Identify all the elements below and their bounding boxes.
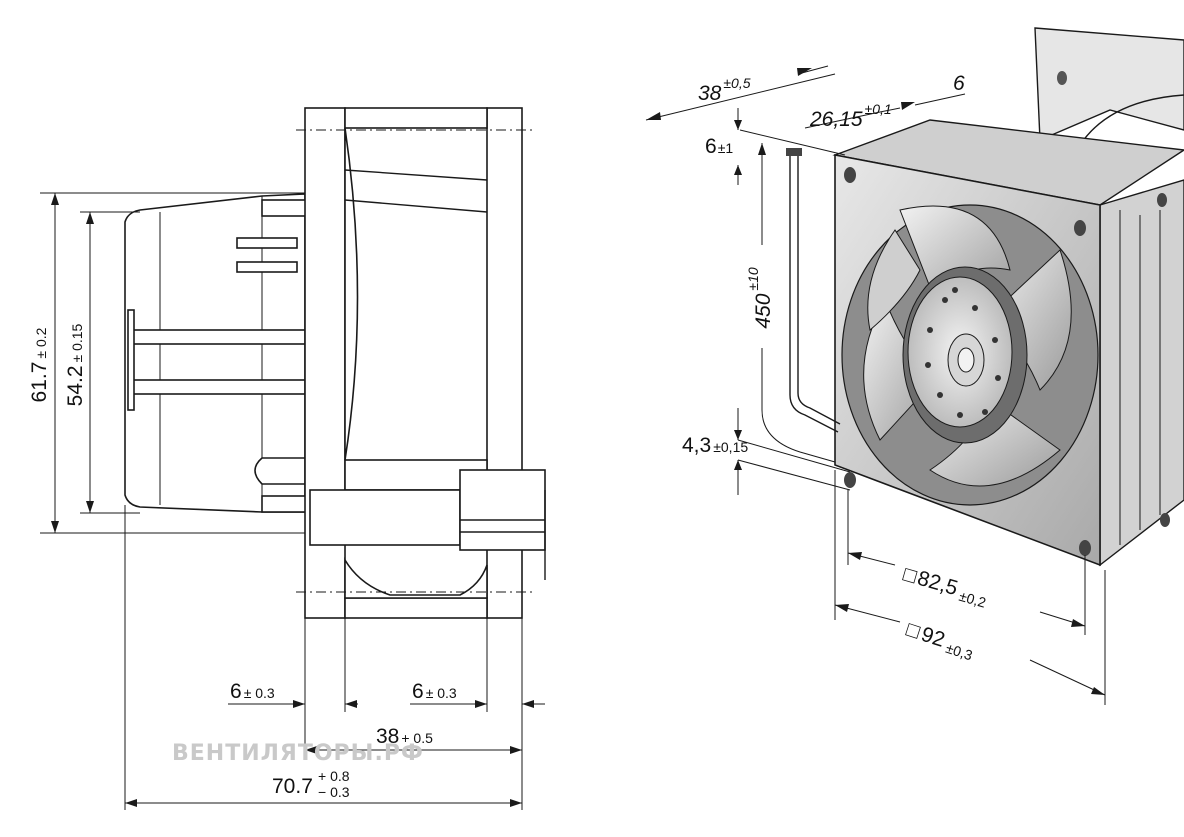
dim-total-depth-tol-plus: + 0.8 — [318, 768, 350, 784]
dim-height-outer: 61.7± 0.2 — [28, 327, 51, 402]
fan-blades — [863, 205, 1072, 487]
side-view: 61.7± 0.2 54.2± 0.15 6± 0.3 6± 0.3 — [28, 107, 546, 810]
iso-dim-hole-spacing: □82,5±0,2 — [900, 563, 990, 611]
dim-total-depth-tol-minus: − 0.3 — [318, 784, 350, 800]
lead-wire — [789, 150, 839, 433]
iso-view: 38±0,5 26,15±0,1 6 6±1 450±10 4,3 — [645, 27, 1184, 705]
strut — [129, 329, 306, 345]
dim-flange-right: 6± 0.3 — [412, 680, 457, 703]
iso-dim-lead-length: 450±10 — [745, 267, 775, 329]
mount-hole — [1079, 540, 1091, 556]
mount-hole — [844, 472, 856, 488]
watermark: ВЕНТИЛЯТОРЫ.РФ — [172, 741, 424, 766]
iso-dim-lead-offset: 6±1 — [705, 135, 733, 158]
iso-dim-flange: 6 — [953, 72, 965, 95]
clip-top — [236, 237, 298, 249]
iso-dim-hole-diameter: 4,3±0,15 — [682, 434, 748, 457]
mount-hole — [1074, 220, 1086, 236]
dim-flange-left: 6± 0.3 — [230, 680, 275, 703]
iso-dim-hole-spacing-depth: 26,15±0,1 — [809, 101, 892, 131]
iso-dim-size: □92±0,3 — [903, 618, 978, 664]
iso-dim-depth: 38±0,5 — [698, 75, 751, 105]
dim-depth: 38+ 0.5 — [376, 725, 433, 748]
dim-height-inner: 54.2± 0.15 — [64, 323, 87, 406]
dim-total-depth: 70.7 — [272, 775, 313, 798]
mount-hole — [844, 167, 856, 183]
